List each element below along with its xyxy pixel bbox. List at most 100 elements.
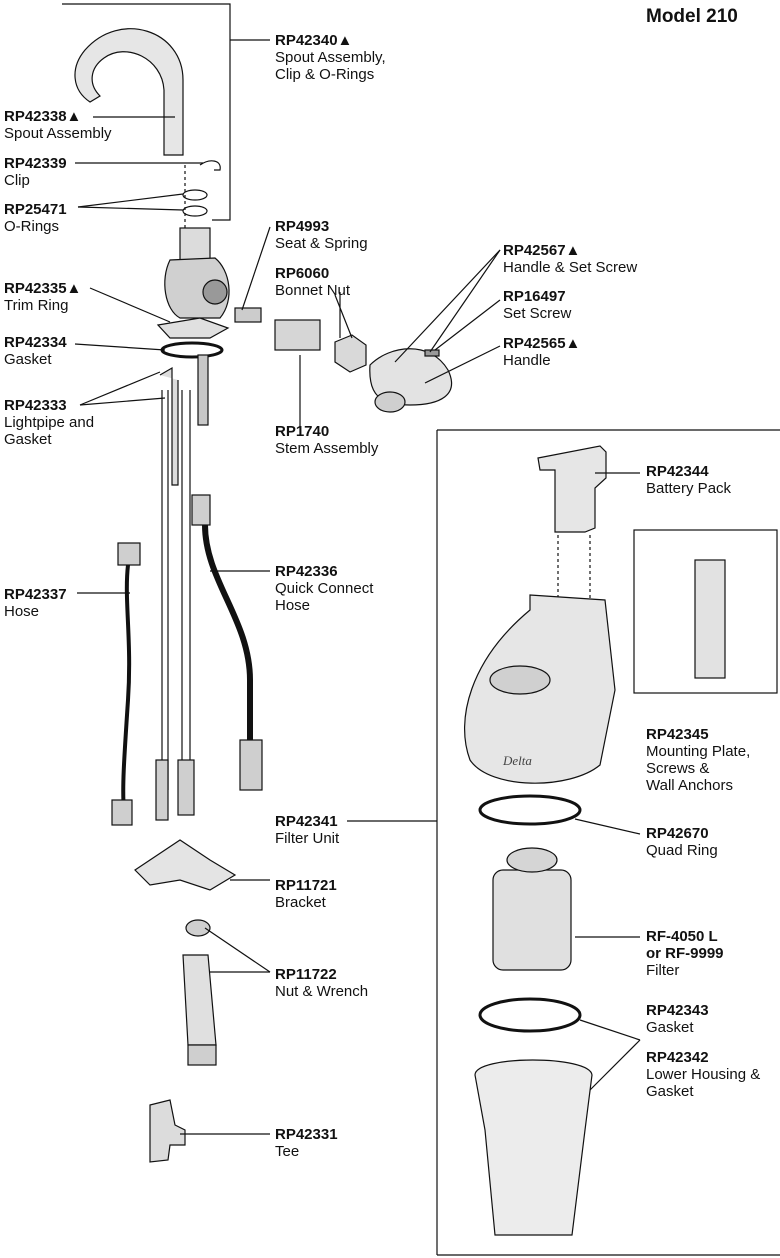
label-rp42339: RP42339 Clip — [4, 155, 67, 189]
part-desc: Handle — [503, 352, 551, 369]
hose-nut-top — [117, 542, 141, 566]
part-number: RP42345 — [646, 726, 709, 743]
part-desc: Wall Anchors — [646, 777, 733, 794]
part-number: RP11722 — [275, 966, 337, 983]
label-rp42565: RP42565▲ Handle — [503, 335, 580, 369]
part-number: RP42670 — [646, 825, 709, 842]
label-rp42338: RP42338▲ Spout Assembly — [4, 108, 112, 142]
part-desc: Seat & Spring — [275, 235, 368, 252]
mounting-plate-box — [633, 529, 778, 694]
part-desc: Filter Unit — [275, 830, 340, 847]
filter-cartridge-drawing — [492, 869, 572, 971]
part-desc: Mounting Plate, — [646, 743, 751, 760]
part-desc: Quad Ring — [646, 842, 718, 859]
part-number: RP42337 — [4, 586, 67, 603]
part-number: RP42567▲ — [503, 242, 581, 259]
part-desc: Tee — [275, 1143, 300, 1160]
label-rp42337: RP42337 Hose — [4, 586, 67, 620]
part-desc: Stem Assembly — [275, 440, 379, 457]
part-number: RP42339 — [4, 155, 67, 172]
tee-drawing — [149, 1099, 186, 1163]
label-rp25471: RP25471 O-Rings — [4, 201, 67, 235]
mounting-plate-drawing — [694, 559, 726, 679]
label-rp42340: RP42340▲ Spout Assembly, Clip & O-Rings — [275, 32, 386, 83]
label-rp1740: RP1740 Stem Assembly — [275, 423, 378, 457]
part-number: RP42335▲ — [4, 280, 82, 297]
base-gasket-drawing — [160, 341, 224, 359]
part-desc: Clip & O-Rings — [275, 66, 375, 83]
part-desc: Quick Connect — [275, 580, 374, 597]
delta-logo: Delta — [502, 753, 532, 768]
part-number: RP6060 — [275, 265, 330, 282]
part-number: RP42341 — [275, 813, 338, 830]
part-desc: Gasket — [646, 1083, 694, 1100]
model-title: Model 210 — [646, 6, 738, 27]
part-number: RP42343 — [646, 1002, 709, 1019]
part-desc: Hose — [275, 597, 311, 614]
part-number: RP1740 — [275, 423, 330, 440]
label-rp42336: RP42336 Quick Connect Hose — [275, 563, 373, 614]
part-desc: Gasket — [4, 351, 52, 368]
o-ring-lower — [182, 205, 208, 217]
spout-drawing — [74, 28, 184, 156]
bonnet-nut-drawing — [334, 334, 367, 373]
label-rp42345: RP42345 Mounting Plate, Screws & Wall An… — [646, 726, 750, 794]
part-desc: Trim Ring — [4, 297, 69, 314]
part-desc: Spout Assembly — [4, 125, 112, 142]
hose-drawing — [121, 564, 132, 811]
o-ring-upper — [182, 189, 208, 201]
part-desc: Gasket — [646, 1019, 694, 1036]
label-rp42333: RP42333 Lightpipe and Gasket — [4, 397, 94, 448]
part-number: RP42333 — [4, 397, 67, 414]
label-rp16497: RP16497 Set Screw — [503, 288, 571, 322]
nut-drawing — [185, 919, 211, 937]
part-desc: Screws & — [646, 760, 710, 777]
label-rp42342: RP42342 Lower Housing & Gasket — [646, 1049, 760, 1100]
label-rp6060: RP6060 Bonnet Nut — [275, 265, 350, 299]
label-rp42344: RP42344 Battery Pack — [646, 463, 731, 497]
stem-assembly-drawing — [274, 319, 321, 351]
label-rp4993: RP4993 Seat & Spring — [275, 218, 368, 252]
part-desc: Bracket — [275, 894, 326, 911]
set-screw-drawing — [424, 349, 440, 357]
part-desc: Lightpipe and — [4, 414, 95, 431]
part-desc: Lower Housing & — [646, 1066, 761, 1083]
part-desc: Battery Pack — [646, 480, 732, 497]
lightpipe-drawing — [159, 366, 179, 486]
bracket-drawing — [134, 839, 237, 891]
part-number: RP42336 — [275, 563, 338, 580]
wrench-drawing — [182, 954, 217, 1046]
part-number: RP42342 — [646, 1049, 709, 1066]
part-number: RP42338▲ — [4, 108, 82, 125]
seat-spring-drawing — [234, 307, 262, 323]
part-number: RP25471 — [4, 201, 67, 218]
part-number: RP42331 — [275, 1126, 338, 1143]
part-desc: Bonnet Nut — [275, 282, 351, 299]
part-number: RP42565▲ — [503, 335, 581, 352]
battery-pack-drawing — [537, 445, 607, 533]
trim-ring-drawing — [156, 317, 230, 339]
part-desc: Clip — [4, 172, 30, 189]
part-number: RP11721 — [275, 877, 337, 894]
part-desc: Gasket — [4, 431, 52, 448]
quad-ring-drawing — [478, 794, 582, 826]
part-desc: O-Rings — [4, 218, 60, 235]
quick-connect-hose-drawing — [202, 524, 253, 740]
part-number: RP42344 — [646, 463, 709, 480]
label-rf4050: RF-4050 L or RF-9999 Filter — [646, 928, 724, 979]
label-rp42334: RP42334 Gasket — [4, 334, 67, 368]
label-rp42343: RP42343 Gasket — [646, 1002, 709, 1036]
part-number: RP16497 — [503, 288, 566, 305]
part-desc: Set Screw — [503, 305, 572, 322]
part-number: RF-4050 L — [646, 928, 718, 945]
label-rp42341: RP42341 Filter Unit — [275, 813, 339, 847]
part-desc: Hose — [4, 603, 40, 620]
spout-group-bracket — [62, 3, 231, 221]
part-number-alt: or RF-9999 — [646, 945, 724, 962]
label-rp42670: RP42670 Quad Ring — [646, 825, 718, 859]
part-number: RP4993 — [275, 218, 330, 235]
label-rp11721: RP11721 Bracket — [275, 877, 337, 911]
clip-drawing — [199, 160, 221, 171]
label-rp42335: RP42335▲ Trim Ring — [4, 280, 81, 314]
